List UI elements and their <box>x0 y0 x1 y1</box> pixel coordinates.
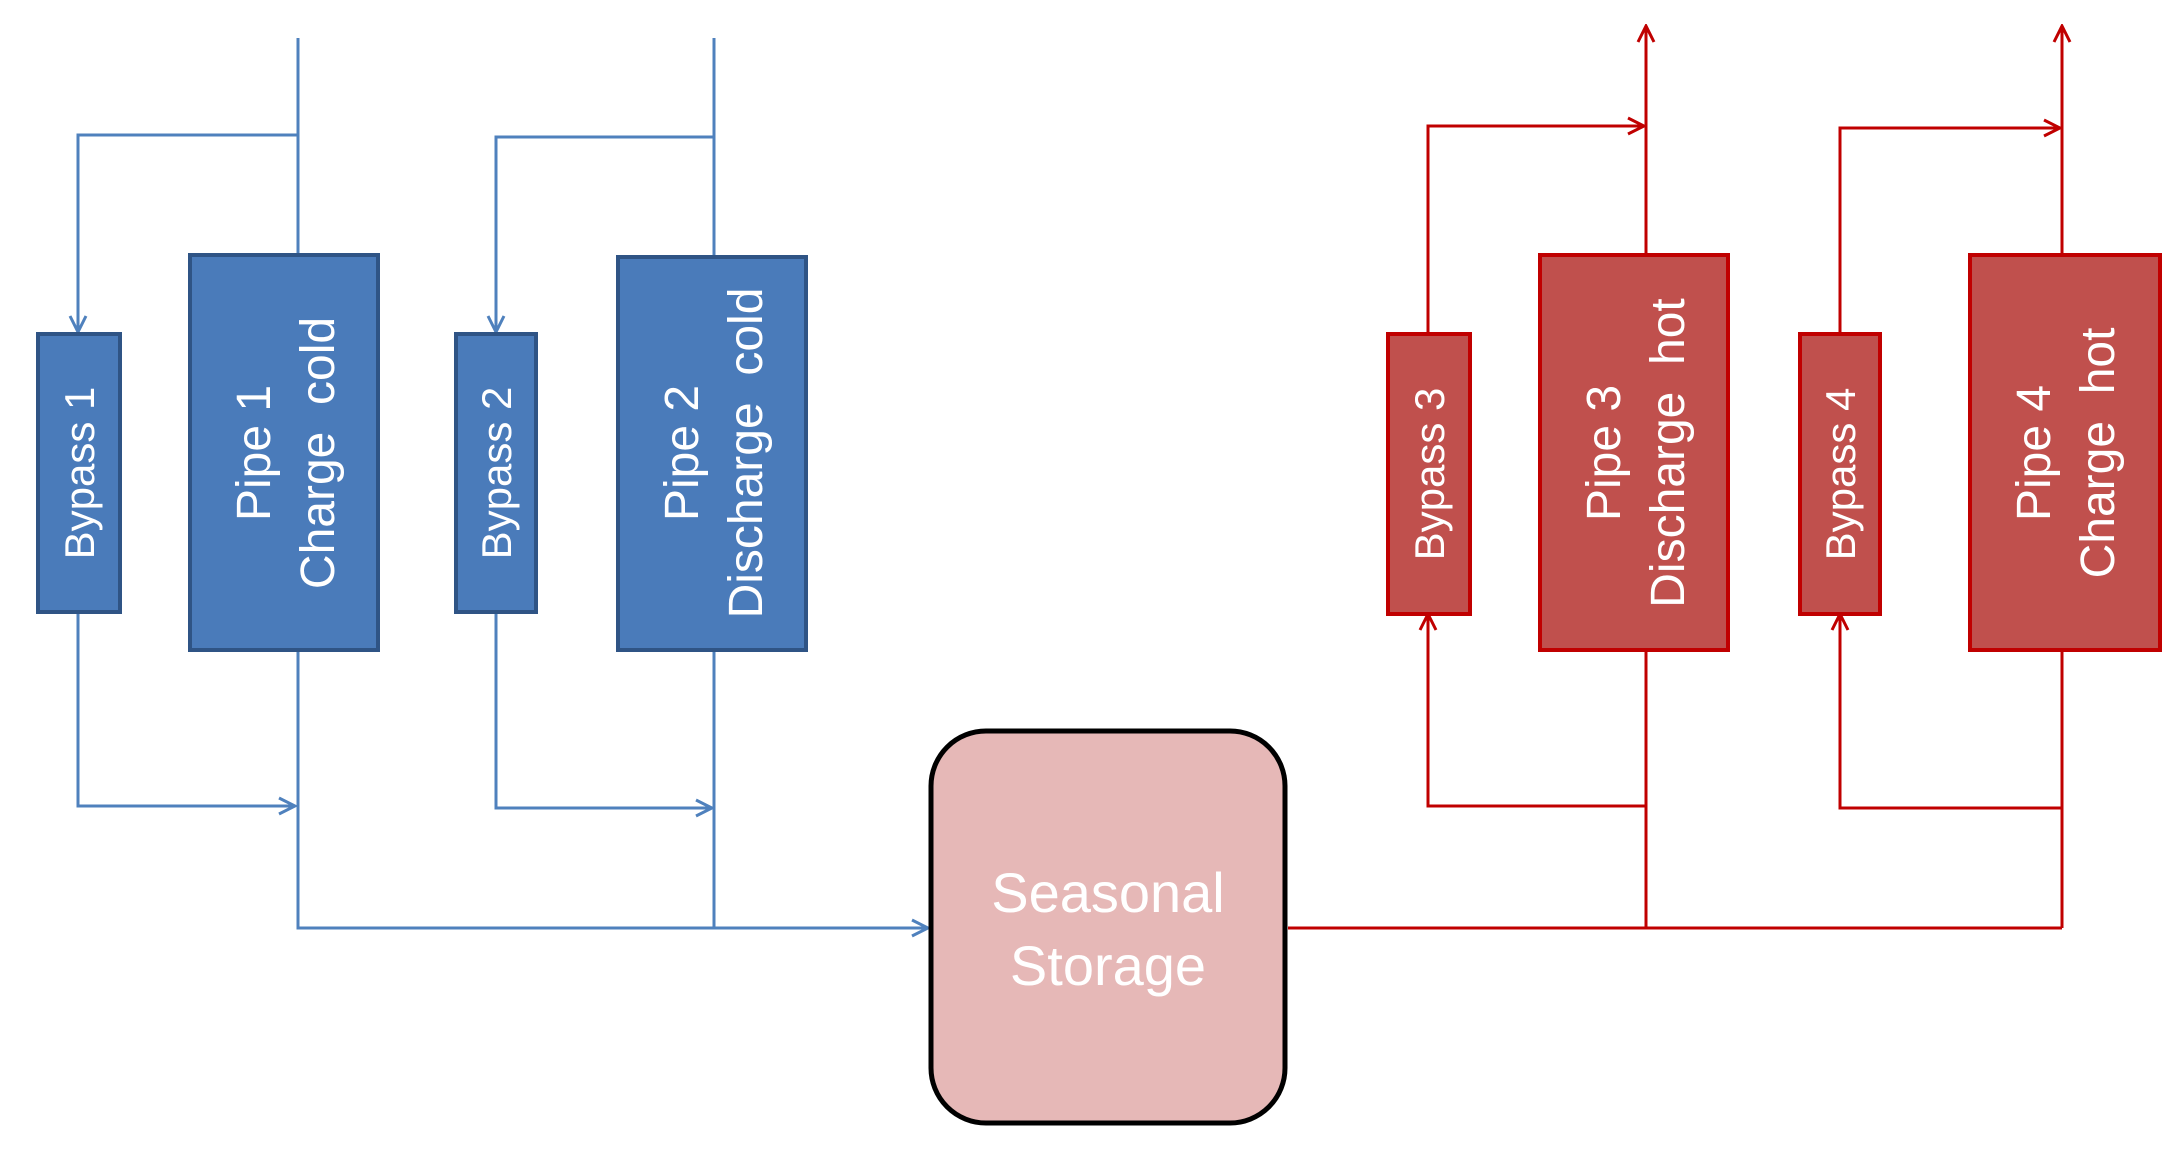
pipe4-label-line1: Pipe 4 <box>2008 385 2061 521</box>
pipe3-label-line2: Discharge hot <box>1642 298 1695 608</box>
bypass1-outlet-arrow <box>76 612 295 806</box>
pipe4-label-line2: Charge hot <box>2072 328 2125 579</box>
pipe2-label-line1: Pipe 2 <box>656 385 709 521</box>
bypass4-inlet-arrow <box>1840 614 2062 810</box>
bypass2-inlet-arrow <box>496 135 714 332</box>
pipe2-label-line2: Discharge cold <box>720 288 773 619</box>
pipe1-label-line2: Charge cold <box>292 317 345 589</box>
seasonal-storage-node: Seasonal Storage <box>928 728 1288 1126</box>
bypass3-outlet-arrow <box>1426 126 1644 334</box>
storage-label-line1: Seasonal <box>991 861 1225 924</box>
bypass2-outlet-arrow <box>494 612 712 808</box>
bypass3-inlet-arrow <box>1428 614 1646 808</box>
pipe2-node: Pipe 2 Discharge cold <box>616 255 808 652</box>
bypass1-label: Bypass 1 <box>56 387 103 560</box>
bypass2-label: Bypass 2 <box>473 387 520 560</box>
pipe4-node: Pipe 4 Charge hot <box>1968 253 2162 652</box>
cold-connectors <box>78 38 928 928</box>
bypass4-node: Bypass 4 <box>1798 332 1882 616</box>
hot-connectors <box>1288 26 2062 930</box>
pipe3-node: Pipe 3 Discharge hot <box>1538 253 1730 652</box>
bypass1-inlet-arrow <box>78 133 298 332</box>
pipe1-label-line1: Pipe 1 <box>228 385 281 521</box>
bypass1-node: Bypass 1 <box>36 332 122 614</box>
bypass4-outlet-arrow <box>1838 128 2060 334</box>
bypass2-node: Bypass 2 <box>454 332 538 614</box>
pipe1-node: Pipe 1 Charge cold <box>188 253 380 652</box>
pipe3-label-line1: Pipe 3 <box>1578 385 1631 521</box>
pipe1-outlet-line <box>296 650 928 928</box>
bypass4-label: Bypass 4 <box>1817 388 1864 561</box>
storage-label-line2: Storage <box>1010 934 1206 997</box>
bypass3-node: Bypass 3 <box>1386 332 1472 616</box>
bypass3-label: Bypass 3 <box>1406 388 1453 561</box>
